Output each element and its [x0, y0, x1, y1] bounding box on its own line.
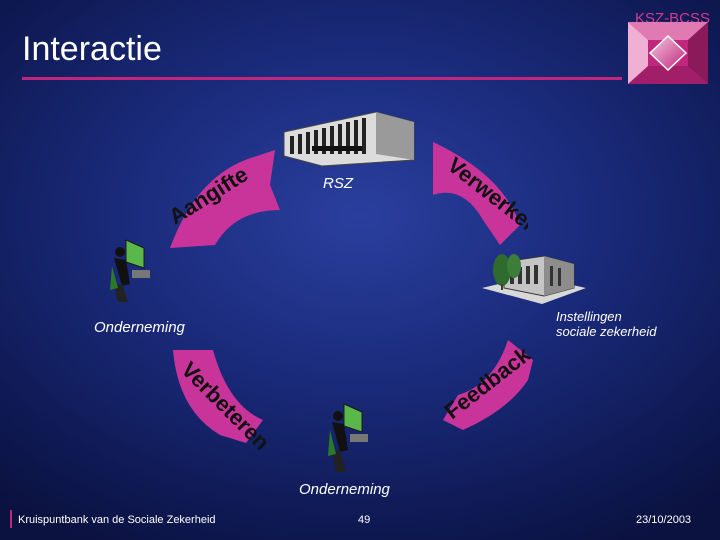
verwerken-label: Verwerken [443, 152, 528, 239]
feedback-arrow: Feedback [438, 335, 543, 435]
building-icon [282, 110, 416, 168]
person-at-computer-icon [108, 238, 156, 306]
footer-date: 23/10/2003 [636, 514, 691, 526]
verwerken-arrow: Verwerken [428, 140, 528, 250]
footer-org: Kruispuntbank van de Sociale Zekerheid [18, 514, 216, 526]
campus-building-icon [482, 248, 586, 306]
footer-bar [10, 510, 12, 528]
instellingen-label-line2: sociale zekerheid [556, 324, 656, 339]
onderneming-left-label: Onderneming [94, 319, 185, 336]
aangifte-arrow: Aangifte [165, 150, 285, 260]
person-at-computer-icon [326, 402, 374, 476]
verbeteren-arrow: Verbeteren [168, 345, 273, 455]
onderneming-bottom-label: Onderneming [299, 481, 390, 498]
instellingen-label: Instellingen sociale zekerheid [556, 309, 656, 339]
instellingen-label-line1: Instellingen [556, 309, 656, 324]
ksz-logo-icon [628, 22, 708, 84]
title-rule [22, 77, 622, 80]
slide-title: Interactie [22, 30, 162, 69]
rsz-label: RSZ [323, 175, 353, 192]
page-number: 49 [358, 514, 370, 526]
